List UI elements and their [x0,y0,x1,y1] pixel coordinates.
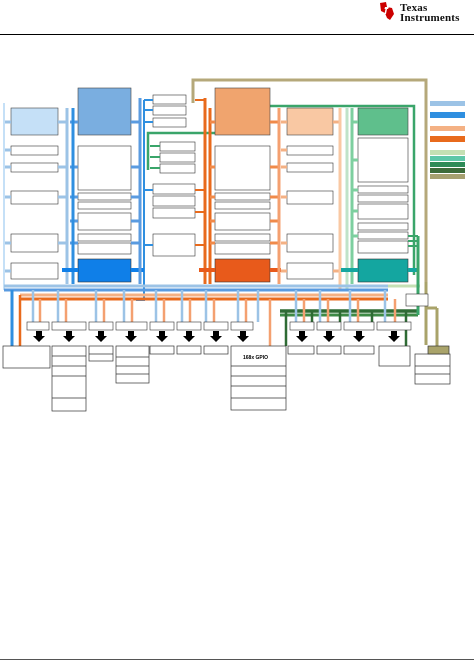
column-5 [281,107,342,290]
io-arrows [33,331,400,342]
footer-rule [0,659,474,660]
legend-swatch [430,101,465,106]
column-6 [341,107,418,290]
legend-swatches [430,101,465,179]
main-buses [4,236,439,346]
pin-boxes [2,345,451,412]
gpio-label: 168x GPIO [243,355,269,361]
legend-swatch [430,168,465,173]
legend-swatch [430,174,465,179]
column-1 [5,107,69,284]
legend-swatch [430,156,465,161]
legend-swatch [430,112,465,118]
texas-state-icon [380,2,394,20]
bus-drops [10,290,408,346]
legend-swatch [430,126,465,131]
brand-line1: Texas [400,2,428,14]
ti-logo [380,2,394,20]
legend-swatch [430,162,465,167]
column-4 [199,87,281,284]
header-rule [0,34,474,35]
column-3 [144,94,204,257]
legend-swatch [430,150,465,155]
column-2 [62,87,144,284]
legend-swatch [430,136,465,142]
brand-line2: Instruments [400,12,460,24]
peripheral-row [26,293,429,331]
